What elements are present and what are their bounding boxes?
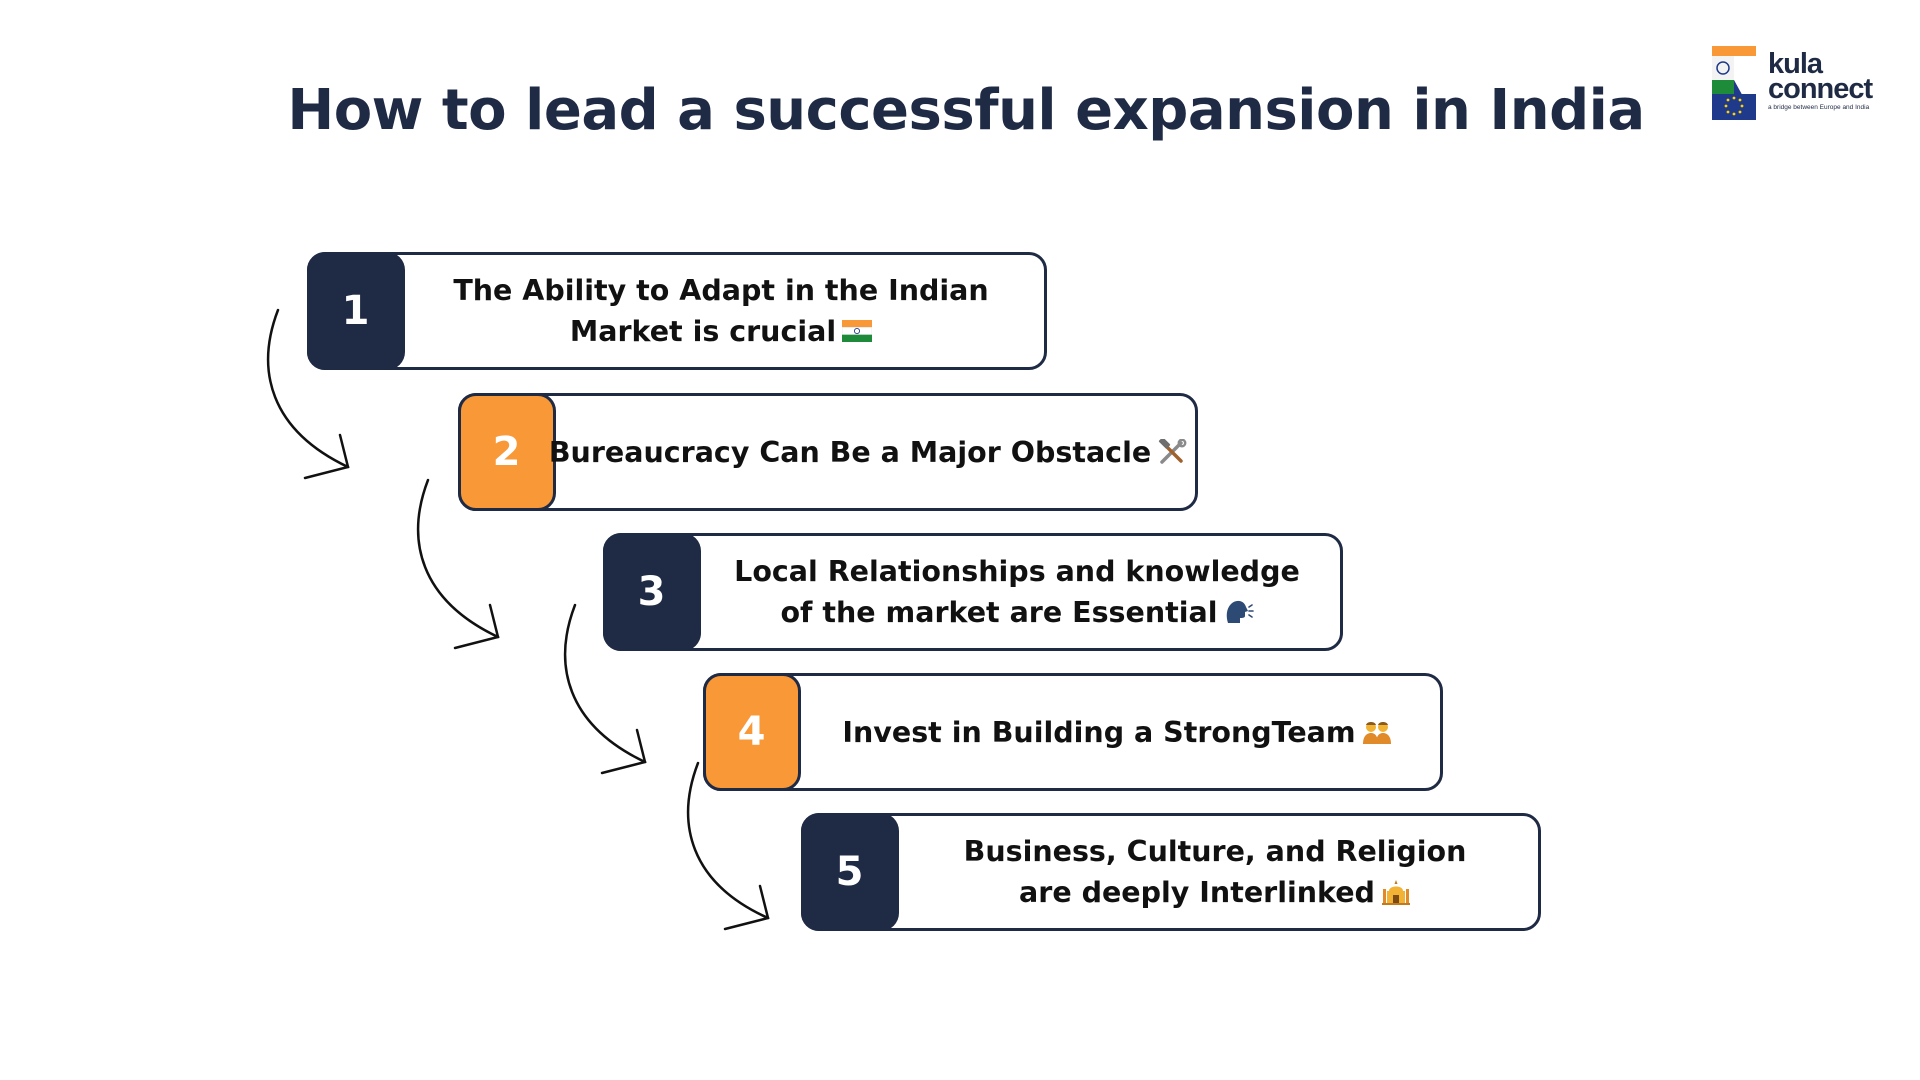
logo-tagline: a bridge between Europe and India [1768, 104, 1870, 111]
speaking-head-icon [1226, 600, 1254, 623]
step-5-number-badge: 5 [800, 812, 899, 931]
step-3-line-1: Local Relationships and knowledge [734, 555, 1300, 588]
step-5-line-1: Business, Culture, and Religion [963, 835, 1467, 868]
step-1-number-badge: 1 [306, 251, 405, 370]
step-2-line-1: Bureaucracy Can Be a Major Obstacle [548, 435, 1152, 469]
temple-icon [1381, 880, 1410, 905]
step-4-number-badge: 4 [702, 672, 801, 791]
logo-word-kula: kula [1768, 48, 1823, 80]
step-1-line-1: The Ability to Adapt in the Indian [453, 274, 989, 307]
step-1-text: The Ability to Adapt in the Indian Marke… [406, 255, 1036, 367]
logo-word-connect: connect [1768, 73, 1873, 105]
step-3-line-2: of the market are Essential [780, 596, 1218, 629]
step-3-text: Local Relationships and knowledge of the… [702, 536, 1332, 648]
step-4-card: 4 Invest in Building a StrongTeam [702, 672, 1443, 791]
step-5-line-2: are deeply Interlinked [1019, 876, 1375, 909]
page-title: How to lead a successful expansion in In… [287, 78, 1645, 143]
step-2-number-badge: 2 [457, 392, 556, 511]
team-people-icon [1362, 721, 1391, 744]
kula-connect-logo: kula connect a bridge between Europe and… [1712, 46, 1902, 122]
step-4-text: Invest in Building a StrongTeam [802, 676, 1432, 788]
step-4-line-1: Invest in Building a StrongTeam [842, 715, 1356, 749]
step-3-card: 3 Local Relationships and knowledge of t… [602, 532, 1343, 651]
step-1-line-2: Market is crucial [569, 315, 837, 348]
step-5-text: Business, Culture, and Religion are deep… [900, 816, 1530, 928]
step-5-card: 5 Business, Culture, and Religion are de… [800, 812, 1541, 931]
step-3-number-badge: 3 [602, 532, 701, 651]
step-2-text: Bureaucracy Can Be a Major Obstacle [549, 396, 1187, 508]
india-flag-icon [842, 320, 873, 342]
logo-flag-icon [1712, 46, 1756, 120]
step-1-card: 1 The Ability to Adapt in the Indian Mar… [306, 251, 1047, 370]
hammer-and-wrench-icon [1159, 438, 1187, 464]
step-2-card: 2 Bureaucracy Can Be a Major Obstacle [457, 392, 1198, 511]
